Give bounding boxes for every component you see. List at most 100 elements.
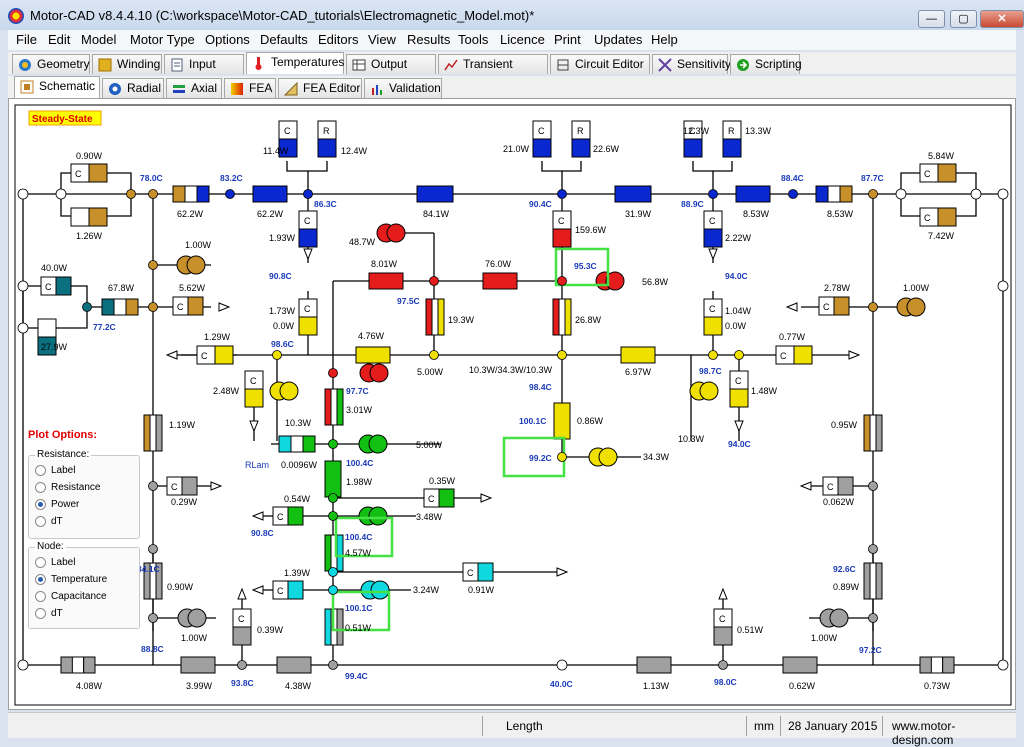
tab-sensitivity[interactable]: Sensitivity	[652, 54, 731, 74]
resistance-power: 0.39W	[257, 625, 284, 635]
resistance-power: 0.90W	[167, 582, 194, 592]
resistance-power: 0.51W	[737, 625, 764, 635]
svg-text:C: C	[709, 216, 716, 226]
heat-source	[358, 506, 388, 526]
output-data-icon	[352, 59, 366, 71]
labelled-resistor: R	[571, 120, 591, 158]
radio-resistance-dt[interactable]: dT	[35, 515, 63, 529]
menu-view[interactable]: View	[368, 32, 396, 47]
node-temperature: 78.0C	[140, 173, 163, 183]
resistance-power: 5.00W	[417, 367, 444, 377]
ambient-arrow	[480, 493, 493, 503]
menu-tools[interactable]: Tools	[458, 32, 489, 47]
menu-results[interactable]: Results	[407, 32, 451, 47]
node-temperature: 94.0C	[725, 271, 748, 281]
resistance-power: 0.0W	[725, 321, 747, 331]
menu-options[interactable]: Options	[205, 32, 250, 47]
tab-axial[interactable]: Axial	[166, 78, 222, 98]
radial-icon	[109, 83, 121, 95]
node-temperature: 97.2C	[859, 645, 882, 655]
mode-label: Steady-State	[32, 114, 93, 125]
radio-node-label[interactable]: Label	[35, 556, 75, 570]
svg-text:C: C	[250, 376, 257, 386]
resistance-power: 1.98W	[346, 477, 373, 487]
menu-model[interactable]: Model	[81, 32, 117, 47]
tab-temperatures[interactable]: Temperatures	[246, 52, 344, 74]
thermal-node	[868, 481, 878, 491]
menu-bar: File Edit Model Motor Type Options Defau…	[8, 30, 1016, 50]
menu-motor-type[interactable]: Motor Type	[130, 32, 195, 47]
radio-node-capacitance[interactable]: Capacitance	[35, 590, 107, 604]
svg-text:C: C	[827, 482, 834, 492]
ambient-arrow	[734, 420, 744, 433]
thermal-node	[17, 322, 29, 334]
node-temperature: 88.4C	[781, 173, 804, 183]
tab-radial[interactable]: Radial	[102, 78, 164, 98]
tab-winding[interactable]: Winding	[92, 54, 162, 74]
radio-node-temperature[interactable]: Temperature	[35, 573, 107, 587]
tab-validation[interactable]: Validation	[364, 78, 442, 98]
minimize-button[interactable]: —	[918, 10, 945, 28]
status-unit: mm	[754, 719, 774, 733]
heat-source	[360, 580, 390, 600]
node-temperature: 84.1C	[137, 564, 160, 574]
menu-print[interactable]: Print	[554, 32, 581, 47]
thermal-resistor	[252, 185, 288, 203]
thermal-node	[997, 659, 1009, 671]
tab-geometry[interactable]: Geometry	[12, 54, 90, 74]
menu-defaults[interactable]: Defaults	[260, 32, 308, 47]
input-data-icon	[171, 58, 183, 72]
node-temperature: 100.1C	[519, 416, 546, 426]
heat-source	[177, 608, 207, 628]
tab-output-data[interactable]: Output Data	[346, 54, 436, 89]
tab-fea[interactable]: FEA	[224, 78, 276, 98]
node-group-title: Node:	[35, 541, 66, 552]
labelled-resistor: C	[232, 608, 252, 646]
radio-resistance-power[interactable]: Power	[35, 498, 79, 512]
labelled-resistor: C	[298, 210, 318, 248]
node-temperature: 88.9C	[681, 199, 704, 209]
svg-text:C: C	[201, 351, 208, 361]
split-resistor	[552, 298, 572, 336]
node-temperature: 97.7C	[346, 386, 369, 396]
circuit-icon	[557, 59, 569, 71]
menu-file[interactable]: File	[16, 32, 37, 47]
resistance-power: 27.9W	[41, 342, 68, 352]
maximize-button[interactable]: ▢	[950, 10, 977, 28]
menu-help[interactable]: Help	[651, 32, 678, 47]
menu-edit[interactable]: Edit	[48, 32, 71, 47]
thermal-node	[148, 302, 158, 312]
svg-text:C: C	[45, 282, 52, 292]
fea-editor-icon	[284, 82, 298, 96]
thermal-capacitor: C	[272, 580, 304, 600]
tab-schematic[interactable]: Schematic	[14, 76, 100, 98]
tab-circuit-editor[interactable]: Circuit Editor	[550, 54, 650, 74]
split-resistor	[919, 656, 955, 674]
radio-resistance-resistance[interactable]: Resistance	[35, 481, 100, 495]
labelled-resistor: C	[278, 120, 298, 158]
thermal-node	[148, 189, 158, 199]
thermal-node	[557, 189, 567, 199]
menu-updates[interactable]: Updates	[594, 32, 643, 47]
radio-node-dt[interactable]: dT	[35, 607, 63, 621]
resistance-power: 26.8W	[575, 315, 602, 325]
mode-badge-bg	[28, 110, 102, 126]
close-button[interactable]: ✕	[980, 10, 1024, 28]
network-nodes	[17, 188, 1009, 671]
tab-scripting[interactable]: Scripting	[730, 54, 802, 74]
split-resistor	[324, 388, 344, 426]
menu-editors[interactable]: Editors	[318, 32, 359, 47]
menu-licence[interactable]: Licence	[500, 32, 545, 47]
axial-icon	[173, 85, 185, 93]
node-temperature: 100.4C	[346, 458, 373, 468]
tab-fea-editor[interactable]: FEA Editor	[278, 78, 362, 98]
resistance-power: 0.062W	[823, 497, 855, 507]
tab-transient-graph[interactable]: Transient Graph	[438, 54, 548, 89]
ambient-arrow	[785, 302, 798, 312]
node-temperature: 100.1C	[345, 603, 372, 613]
resistance-power: 4.08W	[76, 681, 103, 691]
node-temperature: 95.3C	[574, 261, 597, 271]
radio-resistance-label[interactable]: Label	[35, 464, 75, 478]
svg-text:C: C	[277, 512, 284, 522]
tab-input-data[interactable]: Input Data	[164, 54, 244, 89]
